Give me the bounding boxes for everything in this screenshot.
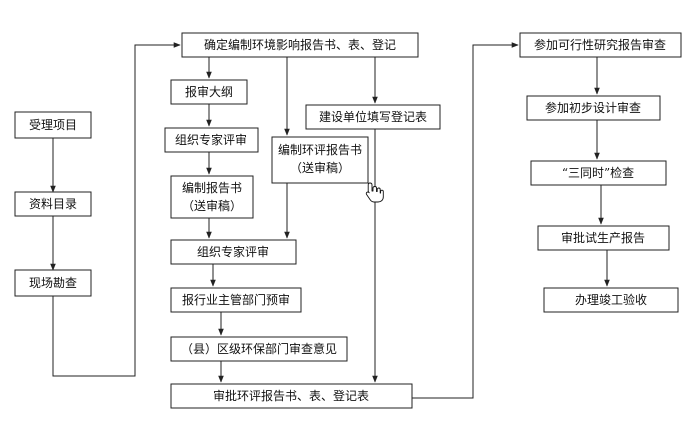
node-site-survey: 现场勘查 — [14, 269, 92, 297]
node-industry-prereview: 报行业主管部门预审 — [170, 287, 302, 313]
node-builder-fill-form: 建设单位填写登记表 — [305, 104, 441, 130]
node-compile-report-line2: （送审稿） — [182, 198, 242, 213]
node-expert-review-2-label: 组织专家评审 — [197, 244, 269, 259]
node-site-survey-label: 现场勘查 — [29, 276, 77, 290]
node-compile-report-line1: 编制报告书 — [182, 180, 242, 195]
node-determine-eia-label: 确定编制环境影响报告书、表、登记 — [204, 37, 396, 52]
node-expert-review-2: 组织专家评审 — [170, 239, 297, 265]
node-completion-acceptance-label: 办理竣工验收 — [575, 292, 647, 307]
node-preliminary-design: 参加初步设计审查 — [526, 95, 661, 121]
edge-approve-to-feasibility — [412, 42, 519, 399]
node-feasibility-review: 参加可行性研究报告审查 — [519, 32, 682, 58]
node-three-simultaneous-label: “三同时”检查 — [562, 165, 634, 180]
node-expert-review-1: 组织专家评审 — [164, 127, 259, 153]
node-approve-eia: 审批环评报告书、表、登记表 — [170, 383, 413, 409]
node-accept-project-label: 受理项目 — [29, 118, 77, 132]
edge-survey-to-determine — [52, 42, 181, 377]
hand-cursor-icon — [365, 182, 384, 203]
node-compile-report: 编制报告书 （送审稿） — [170, 175, 254, 219]
node-accept-project: 受理项目 — [14, 111, 92, 139]
node-completion-acceptance: 办理竣工验收 — [543, 287, 679, 313]
node-feasibility-review-label: 参加可行性研究报告审查 — [534, 37, 666, 52]
node-three-simultaneous: “三同时”检查 — [530, 160, 667, 186]
node-report-outline: 报审大纲 — [170, 79, 248, 105]
node-determine-eia: 确定编制环境影响报告书、表、登记 — [181, 32, 419, 58]
node-compile-eia: 编制环评报告书 （送审稿） — [271, 136, 369, 184]
flow-edges — [50, 42, 610, 399]
node-data-catalog-label: 资料目录 — [29, 197, 77, 211]
node-report-outline-label: 报审大纲 — [185, 84, 233, 99]
node-trial-production-label: 审批试生产报告 — [561, 230, 645, 245]
node-data-catalog: 资料目录 — [14, 191, 92, 217]
node-industry-prereview-label: 报行业主管部门预审 — [182, 292, 290, 307]
node-compile-eia-line2: （送审稿） — [290, 160, 350, 175]
node-county-env-opinion: （县）区级环保部门审查意见 — [170, 336, 348, 362]
node-builder-fill-form-label: 建设单位填写登记表 — [319, 109, 427, 124]
node-approve-eia-label: 审批环评报告书、表、登记表 — [213, 388, 369, 403]
node-county-env-opinion-label: （县）区级环保部门审查意见 — [181, 341, 337, 356]
node-compile-eia-line1: 编制环评报告书 — [278, 142, 362, 157]
node-expert-review-1-label: 组织专家评审 — [175, 132, 247, 147]
node-preliminary-design-label: 参加初步设计审查 — [545, 100, 641, 115]
node-trial-production: 审批试生产报告 — [537, 225, 670, 251]
